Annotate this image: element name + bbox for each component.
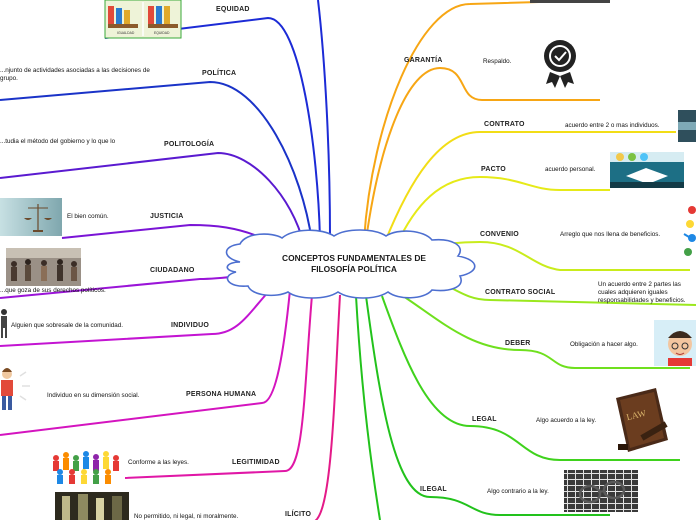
topic-label-politica[interactable]: POLÍTICA (202, 70, 237, 77)
topic-label-legitimidad[interactable]: LEGITIMIDAD (232, 459, 280, 466)
illicit-photo (55, 492, 129, 520)
topic-label-convenio[interactable]: CONVENIO (480, 231, 519, 238)
desc-legal: Algo acuerdo a la ley. (536, 417, 597, 424)
desc-convenio: Arreglo que nos llena de beneficios. (560, 231, 661, 238)
topic-label-equidad[interactable]: EQUIDAD (216, 6, 250, 13)
topic-label-individuo[interactable]: INDIVIDUO (171, 322, 209, 329)
contract-image (678, 110, 696, 142)
topic-label-contrato-social[interactable]: CONTRATO SOCIAL (485, 289, 556, 296)
topic-label-justicia[interactable]: JUSTICIA (150, 213, 184, 220)
topic-label-ilicito[interactable]: ILÍCITO (285, 511, 312, 518)
topic-label-ciudadano[interactable]: CIUDADANO (150, 267, 195, 274)
desc-persona-humana: Individuo en su dimensión social. (47, 392, 140, 399)
svg-text:IGUALDAD: IGUALDAD (117, 31, 135, 35)
desc-contrato: acuerdo entre 2 o mas individuos. (565, 122, 660, 129)
branch-legal (381, 295, 680, 461)
desc-pacto: acuerdo personal. (545, 166, 596, 173)
topic-label-contrato[interactable]: CONTRATO (484, 121, 525, 128)
center-cloud (225, 229, 476, 299)
justice-scale-image (0, 198, 62, 236)
svg-text:LAW: LAW (625, 408, 647, 423)
desc-contrato-social: Un acuerdo entre 2 partes las cuales adq… (598, 281, 686, 304)
equidad-image: IGUALDAD EQUIDAD (104, 0, 182, 39)
colorful-crowd-image (49, 444, 125, 486)
desc-politica: ...njunto de actividades asociadas a las… (0, 67, 150, 82)
guarantee-badge-icon (544, 40, 576, 88)
desc-ilicito: No permitido, ni legal, ni moralmente. (134, 513, 239, 520)
desc-individuo: Alguien que sobresale de la comunidad. (11, 322, 124, 329)
desc-politologia: ...tudia el método del gobierno y lo que… (0, 138, 116, 145)
branch-justicia (61, 223, 271, 243)
pact-handshake-image (610, 152, 684, 188)
branch-top-blue (317, 0, 331, 239)
topic-label-persona-humana[interactable]: PERSONA HUMANA (186, 391, 257, 398)
crowd-photo (6, 248, 81, 286)
branch-politica (0, 80, 313, 243)
branch-equidad (104, 16, 321, 241)
branch-ilicito (314, 294, 341, 520)
svg-text:EQUIDAD: EQUIDAD (154, 31, 170, 35)
branch-pacto (395, 175, 610, 247)
desc-ilegal: Algo contrario a la ley. (487, 488, 549, 495)
branch-politologia (0, 151, 305, 246)
top-right-bar (530, 0, 610, 3)
branch-individuo (0, 289, 271, 347)
person-figure (1, 368, 30, 410)
desc-justicia: El bien común. (67, 213, 109, 220)
law-book-gavel-image: LAW (616, 388, 668, 452)
branch-deber (399, 293, 690, 369)
topic-label-deber[interactable]: DEBER (505, 340, 531, 347)
duty-cartoon-image (654, 320, 696, 366)
topic-label-ilegal[interactable]: ILEGAL (420, 486, 447, 493)
desc-legitimidad: Conforme a las leyes. (128, 459, 189, 466)
topic-label-legal[interactable]: LEGAL (472, 416, 497, 423)
branch-bottom-green (355, 295, 381, 520)
branch-garantia (365, 66, 600, 241)
agreement-figures-image (683, 206, 696, 256)
branch-contrato (384, 131, 676, 243)
handcuffs-image (564, 470, 638, 512)
branch-ilegal (365, 295, 610, 516)
topic-label-garantia[interactable]: GARANTÍA (404, 57, 443, 64)
desc-garantia: Respaldo. (483, 58, 512, 65)
topic-label-pacto[interactable]: PACTO (481, 166, 506, 173)
topic-label-politologia[interactable]: POLITOLOGÍA (164, 141, 215, 148)
branch-top-orange (363, 0, 611, 241)
desc-deber: Obligación a hacer algo. (570, 341, 638, 348)
branch-legitimidad (124, 294, 313, 479)
individual-figure (1, 309, 7, 338)
branch-persona (0, 289, 291, 436)
desc-ciudadano: ...que goza de sus derechos políticos. (0, 287, 106, 294)
center-title: CONCEPTOS FUNDAMENTALES DE FILOSOFÍA POL… (282, 253, 426, 274)
